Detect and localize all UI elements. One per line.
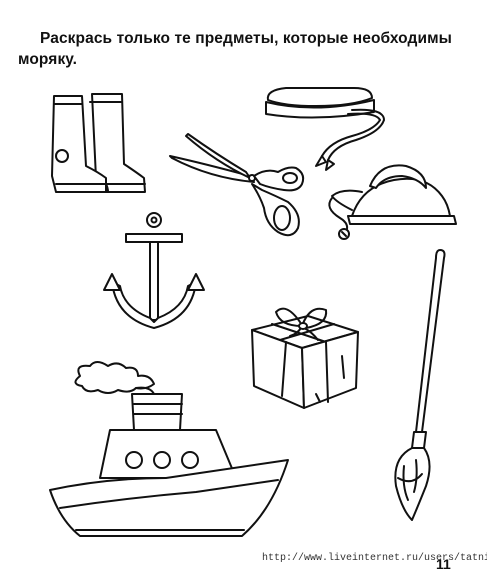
page-number: 11 (436, 556, 451, 570)
scissors-icon (166, 128, 308, 242)
sailor-cap-icon (256, 80, 388, 172)
gift-box-icon (246, 296, 364, 412)
rubber-boots-icon (48, 92, 148, 196)
instruction-text: Раскрась только те предметы, которые нео… (18, 28, 478, 70)
ship-icon (46, 360, 290, 548)
footer-url: http://www.liveinternet.ru/users/tatnika… (262, 553, 487, 564)
instruction-label: Раскрась только те предметы, которые нео… (18, 30, 453, 68)
anchor-icon (102, 210, 206, 334)
iron-icon (322, 158, 460, 242)
paintbrush-icon (382, 248, 458, 522)
